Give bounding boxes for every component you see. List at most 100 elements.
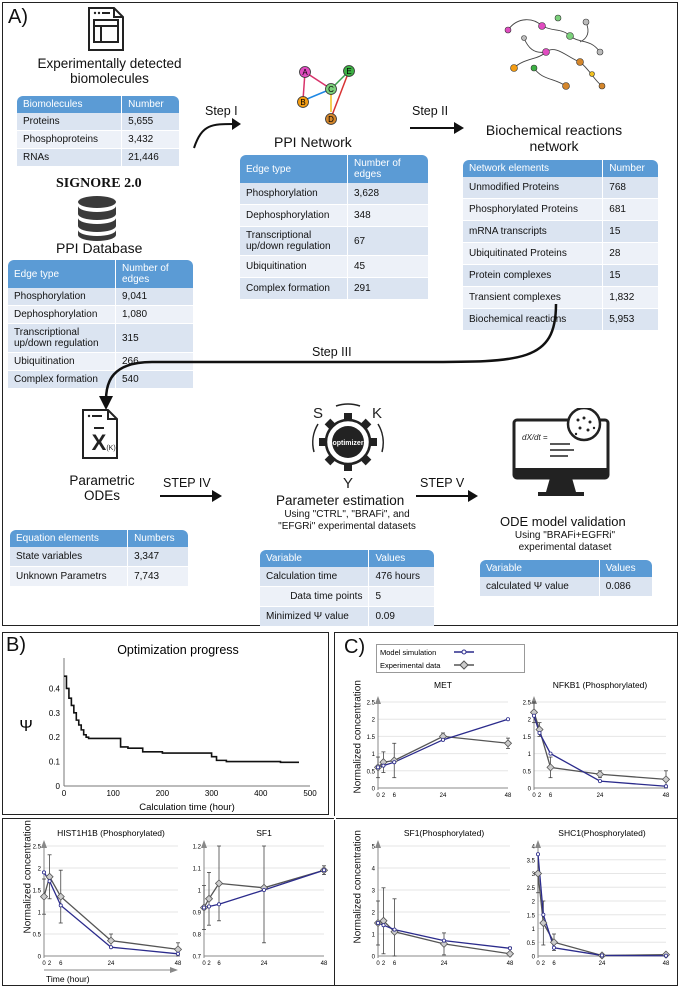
model-point <box>206 904 211 909</box>
y-tick-label: 1.5 <box>527 913 536 919</box>
model-point <box>392 927 397 932</box>
experimental-point <box>533 869 543 878</box>
x-tick-label: 0 <box>202 961 206 967</box>
y-tick-label: 2.5 <box>523 701 532 707</box>
model-point <box>663 953 668 958</box>
y-tick-label: 2 <box>38 867 42 873</box>
model-point <box>552 945 557 950</box>
param-header-0: Variable <box>260 550 370 567</box>
validation-subtitle: Using "BRAFi+EGFRi" experimental dataset <box>514 530 616 553</box>
model-point <box>47 879 52 884</box>
y-tick-label: 4 <box>372 867 376 873</box>
model-series-line <box>537 854 667 957</box>
exp-title: Experimentally detected biomolecules <box>37 56 182 86</box>
model-point <box>321 868 326 873</box>
y-tick-label: 0.8 <box>193 933 202 939</box>
y-axis-arrowhead <box>535 840 541 848</box>
model-point <box>531 713 536 718</box>
model-point <box>175 951 180 956</box>
y-tick-label: 0.4 <box>49 684 61 693</box>
ppi-title: PPI Network <box>274 134 352 150</box>
model-point <box>41 870 46 875</box>
exp-header-1: Number <box>122 96 179 113</box>
param-header-1: Values <box>369 550 434 567</box>
y-tick-label: 0 <box>372 787 376 793</box>
chart-title: SF1(Phosphorylated) <box>404 828 484 838</box>
experimental-point <box>39 892 49 901</box>
model-point <box>375 921 380 926</box>
document-icon <box>88 7 124 51</box>
ppi-node-d: D <box>328 115 334 124</box>
x-tick-label: 0 <box>42 961 46 967</box>
biochemical-network-icon <box>504 14 606 90</box>
x-tick-label: 48 <box>663 961 670 967</box>
y-tick-label: 0.5 <box>523 769 532 775</box>
legend-exp: Experimental data <box>380 661 441 670</box>
x-tick-label: 300 <box>205 789 219 798</box>
odes-header-0: Equation elements <box>10 530 129 547</box>
x-tick-label: 2 <box>382 793 386 799</box>
model-point <box>381 923 386 928</box>
validation-header-0: Variable <box>480 560 600 577</box>
validation-title: ODE model validation <box>500 514 626 529</box>
x-tick-label: 0 <box>536 961 540 967</box>
y-tick-label: 0.7 <box>193 955 202 961</box>
experimental-point <box>661 775 671 784</box>
param-icon-s: S <box>313 405 323 422</box>
y-tick-label: 3 <box>532 872 536 878</box>
chart-title: HIST1H1B (Phosphorylated) <box>57 828 165 838</box>
panel-b-label: B) <box>6 634 26 656</box>
experimental-point <box>505 949 515 958</box>
chart-title: NFKB1 (Phosphorylated) <box>553 680 648 690</box>
y-tick-label: 1 <box>372 933 376 939</box>
param-icon-y: Y <box>343 475 353 490</box>
step-3-label: Step III <box>312 345 352 359</box>
y-axis-arrowhead <box>375 696 381 704</box>
odes-header-1: Numbers <box>128 530 188 547</box>
y-tick-label: 3.5 <box>527 858 536 864</box>
exp-header-0: Biomolecules <box>17 96 123 113</box>
x-axis-label: Time (hour) <box>46 974 90 984</box>
x-tick-label: 2 <box>207 961 211 967</box>
model-point <box>663 784 668 789</box>
param-title: Parameter estimation <box>276 493 405 508</box>
panel-b <box>2 632 329 815</box>
experimental-point <box>539 918 548 928</box>
y-tick-label: 0 <box>528 787 532 793</box>
y-tick-label: 0.5 <box>33 933 42 939</box>
y-axis-label: Ψ <box>19 718 32 735</box>
odes-title: Parametric ODEs <box>69 473 135 503</box>
y-axis-arrowhead <box>201 840 207 848</box>
param-icon-k: K <box>372 405 382 422</box>
experimental-point <box>56 892 65 901</box>
x-tick-label: 2 <box>542 961 546 967</box>
panel-c-label: C) <box>344 636 366 658</box>
x-tick-label: 48 <box>507 961 514 967</box>
x-tick-label: 0 <box>62 789 67 798</box>
ode-icon-x: X <box>92 430 107 455</box>
y-tick-label: 1 <box>372 752 376 758</box>
